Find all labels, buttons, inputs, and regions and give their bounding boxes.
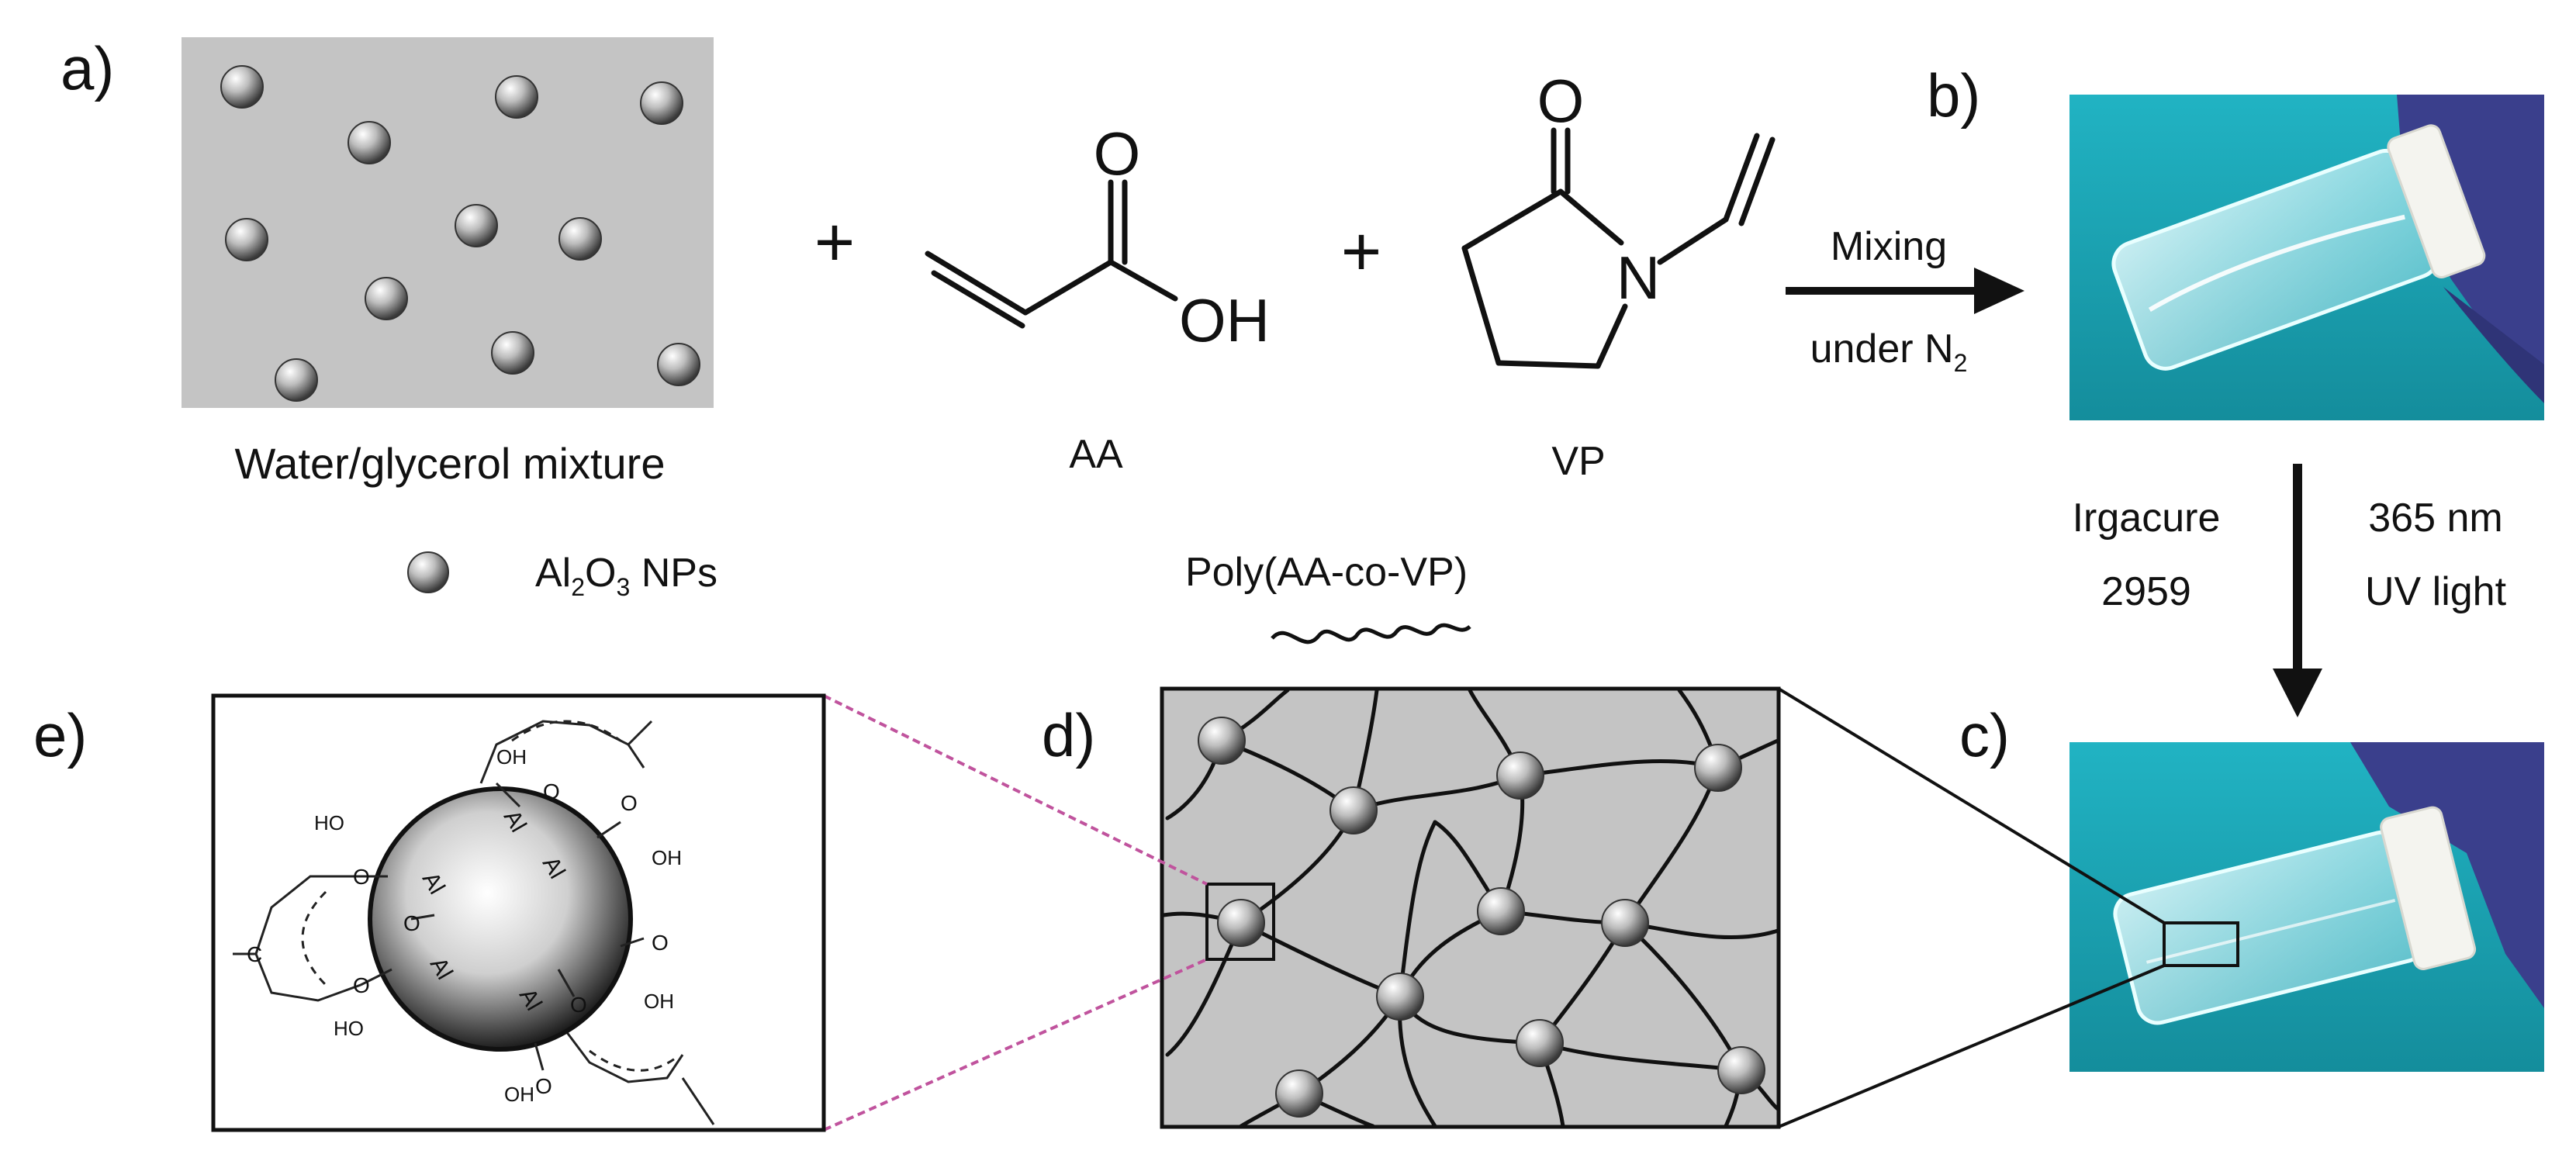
network-nanoparticle (1717, 1046, 1765, 1094)
photoinitiator-name: Irgacure (2073, 496, 2221, 541)
network-nanoparticle (1496, 751, 1544, 800)
mixture-nanoparticle (455, 204, 498, 247)
plus-sign-1: + (814, 204, 856, 282)
vp-name: VP (1551, 439, 1605, 484)
network-zoom-box (1205, 883, 1275, 961)
svg-text:HO: HO (314, 811, 344, 834)
mixture-nanoparticle (657, 343, 700, 386)
closeup-labels: OH O O OH HO O O HO C O OH O OH O O (247, 745, 682, 1106)
photoinitiator-number: 2959 (2101, 569, 2191, 614)
mixing-condition: under N2 (1810, 327, 1968, 377)
legend-nanoparticle-label: Al2O3 NPs (535, 551, 717, 601)
plus-sign-2: + (1341, 213, 1382, 291)
closeup-connector-top (823, 694, 1208, 886)
network-nanoparticle (1376, 973, 1424, 1021)
nanoparticle-closeup-panel: OH O O OH HO O O HO C O OH O OH O O Al A… (211, 693, 826, 1132)
network-nanoparticle (1217, 899, 1265, 947)
svg-text:OH: OH (652, 846, 682, 869)
svg-text:O: O (403, 911, 420, 935)
svg-text:C: C (247, 942, 262, 966)
zoom-connector-bottom (1778, 964, 2165, 1128)
svg-text:OH: OH (504, 1083, 534, 1106)
mixing-arrow (1786, 268, 2024, 314)
network-nanoparticle (1198, 717, 1246, 765)
uv-light-label: UV light (2365, 569, 2507, 614)
svg-text:O: O (535, 1074, 552, 1098)
svg-text:OH: OH (496, 745, 527, 769)
mixture-nanoparticle (348, 121, 391, 164)
network-nanoparticle (1601, 899, 1649, 947)
mixture-nanoparticle (220, 65, 264, 109)
polymer-label: Poly(AA-co-VP) (1185, 550, 1468, 595)
panel-label-d: d) (1042, 701, 1095, 769)
photo-c-zoom-box (2163, 921, 2239, 967)
mixture-nanoparticles (220, 65, 700, 402)
uv-wavelength: 365 nm (2368, 496, 2502, 541)
network-panel (1160, 686, 1781, 1129)
mixture-nanoparticle (491, 331, 534, 375)
mixture-nanoparticle (275, 358, 318, 402)
mixture-nanoparticle (558, 217, 602, 261)
svg-text:HO: HO (334, 1017, 364, 1040)
panel-label-c: c) (1959, 701, 2010, 769)
aa-name: AA (1069, 432, 1123, 477)
mixture-box (182, 37, 714, 408)
network-nanoparticle (1329, 786, 1378, 834)
acrylic-acid-structure (925, 179, 1178, 329)
svg-text:O: O (543, 779, 560, 803)
mixture-nanoparticle (495, 75, 538, 119)
closeup-connector-bottom (823, 958, 1208, 1132)
svg-text:O: O (621, 791, 638, 815)
panel-label-a: a) (61, 34, 114, 102)
vp-nitrogen: N (1616, 244, 1660, 312)
zoom-connector-top (1777, 687, 2166, 924)
vp-carbonyl-o: O (1537, 67, 1585, 135)
panel-label-b: b) (1927, 61, 1980, 130)
aa-carbonyl-o: O (1094, 119, 1141, 188)
network-nanoparticle (1694, 744, 1742, 792)
mixture-caption: Water/glycerol mixture (235, 439, 666, 488)
svg-text:O: O (570, 993, 587, 1017)
vinylpyrrolidone-structure (1461, 127, 1776, 369)
network-nanoparticle (1516, 1019, 1564, 1067)
aa-hydroxyl: OH (1179, 286, 1270, 354)
photo-c-gelled-vial (2069, 742, 2544, 1072)
network-nanoparticle (1275, 1069, 1323, 1118)
network-nanoparticle (1477, 887, 1525, 935)
svg-text:OH: OH (644, 990, 674, 1013)
mixture-nanoparticle (365, 277, 408, 320)
polymer-chain-icon (1271, 623, 1471, 644)
uv-curing-arrow (2273, 464, 2322, 717)
panel-label-e: e) (33, 701, 87, 769)
svg-text:O: O (353, 865, 370, 889)
mixing-label: Mixing (1831, 224, 1947, 269)
photo-b-precursor-vial (2069, 95, 2544, 420)
mixture-nanoparticle (225, 218, 268, 261)
legend-nanoparticle-icon (407, 551, 449, 593)
mixture-nanoparticle (640, 81, 683, 125)
svg-text:O: O (652, 931, 669, 955)
svg-text:O: O (353, 973, 370, 997)
